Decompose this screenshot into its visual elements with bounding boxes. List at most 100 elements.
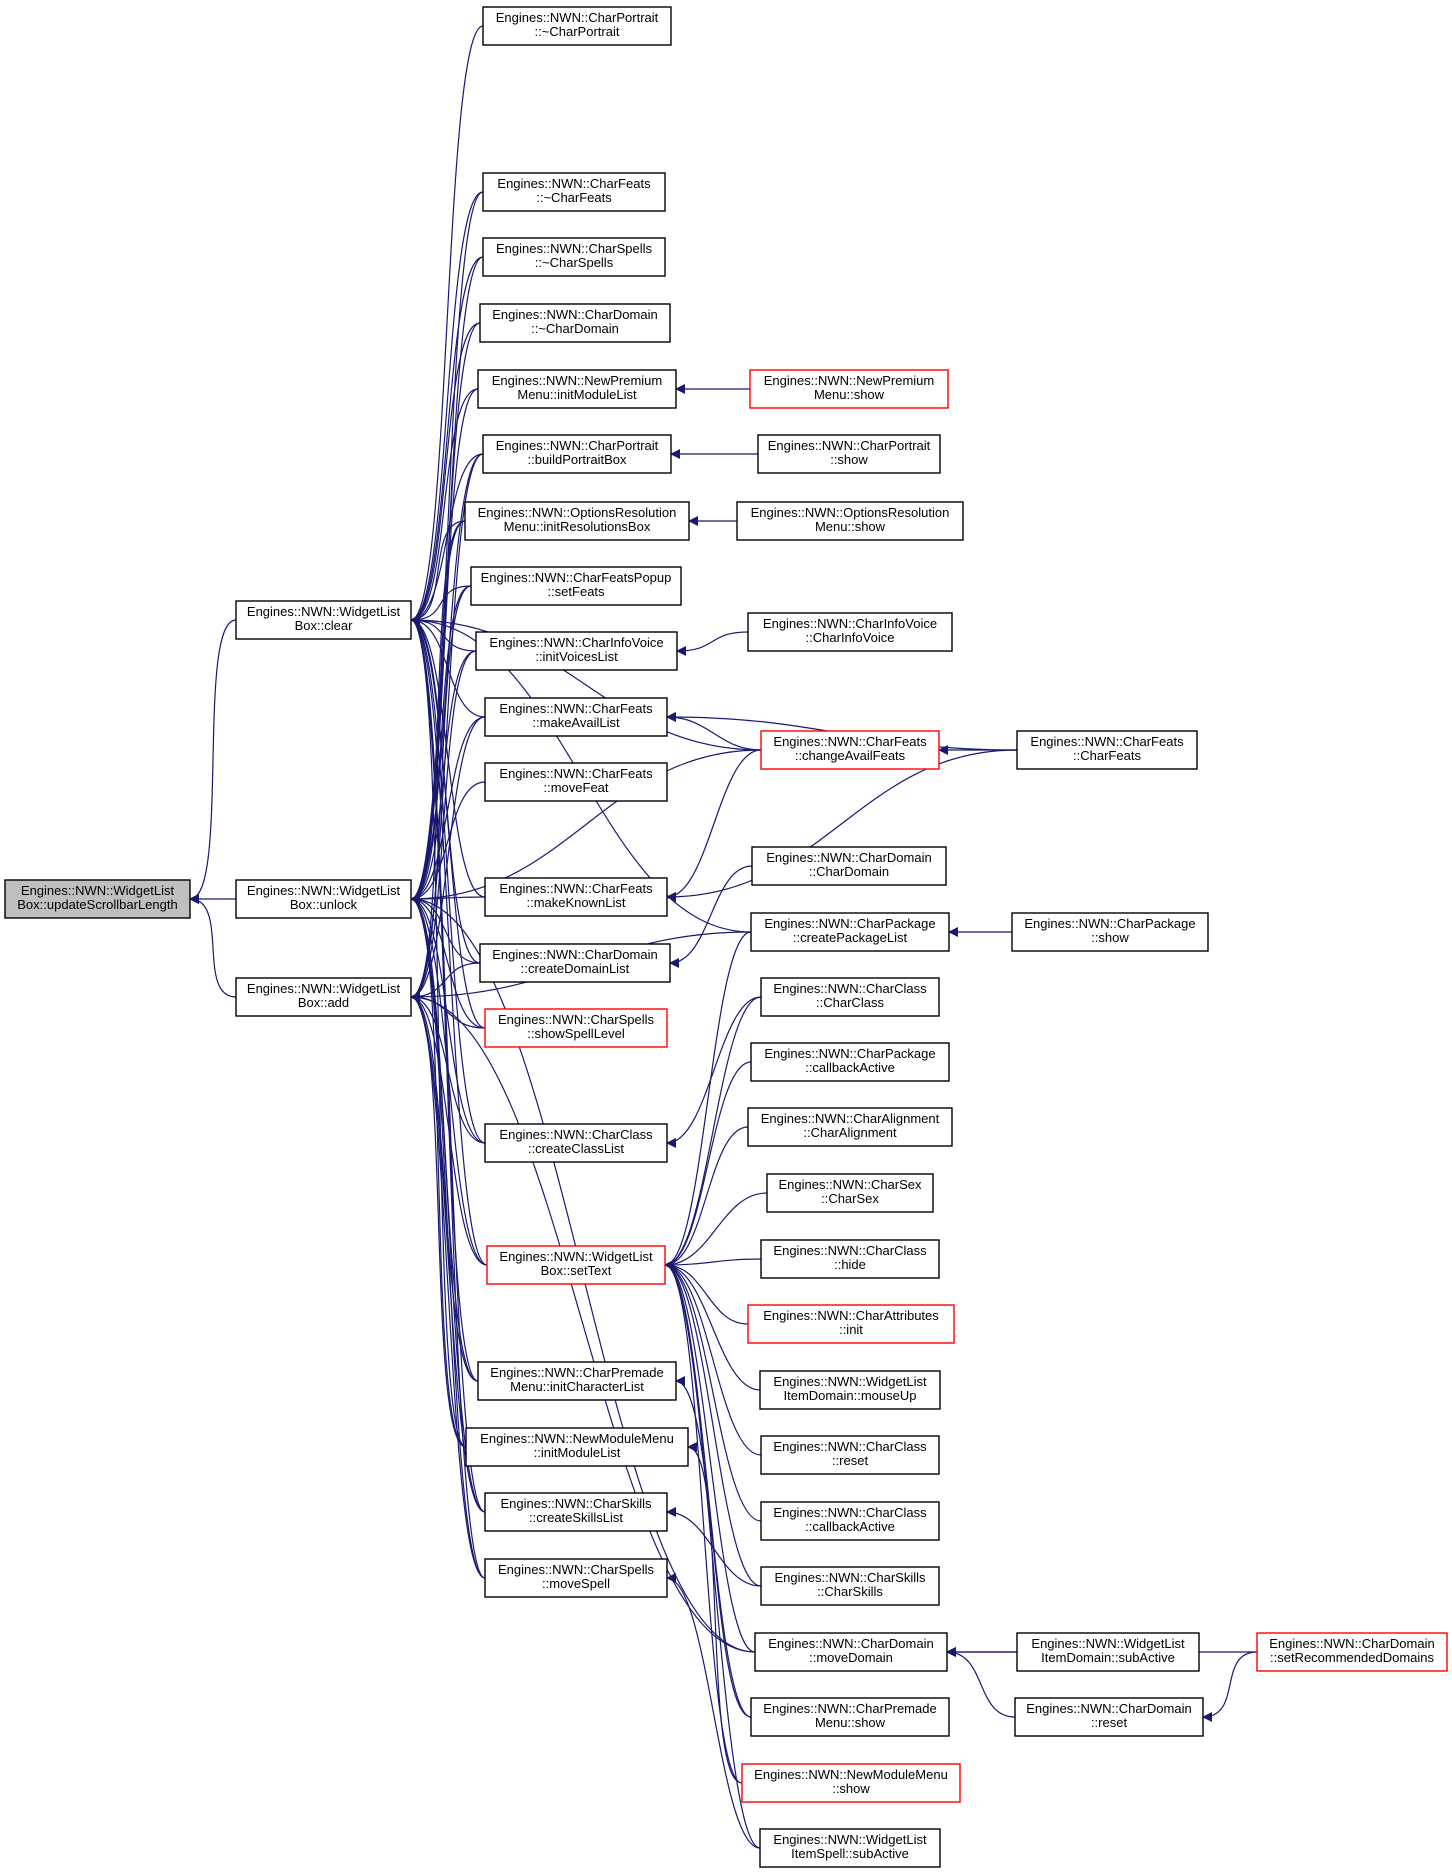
graph-node-setRecDomains[interactable]: Engines::NWN::CharDomain::setRecommended… (1256, 1632, 1448, 1672)
edge-domainDtor-to-clear (410, 322, 481, 625)
graph-node-createSkills[interactable]: Engines::NWN::CharSkills::createSkillsLi… (484, 1492, 668, 1532)
node-label-line: Engines::NWN::CharPremade (763, 1701, 936, 1716)
graph-node-portraitDtor[interactable]: Engines::NWN::CharPortrait::~CharPortrai… (482, 6, 672, 46)
edge-makeKnown-to-clear (410, 615, 486, 898)
node-box (760, 1501, 940, 1541)
graph-node-domainReset[interactable]: Engines::NWN::CharDomain::reset (1014, 1697, 1204, 1737)
graph-node-premadeInit[interactable]: Engines::NWN::CharPremadeMenu::initChara… (477, 1361, 677, 1401)
graph-node-classCb[interactable]: Engines::NWN::CharClass::callbackActive (760, 1501, 940, 1541)
graph-node-buildPortrait[interactable]: Engines::NWN::CharPortrait::buildPortrai… (482, 434, 672, 474)
call-edge (664, 1260, 762, 1456)
graph-node-infoVoiceInit[interactable]: Engines::NWN::CharInfoVoice::initVoicesL… (475, 631, 678, 671)
edge-showSpellLevel-to-clear (410, 615, 486, 1029)
call-edge (664, 1061, 752, 1270)
node-label-line: ::CharFeats (1073, 748, 1141, 763)
call-edge (664, 1260, 762, 1587)
graph-node-root: Engines::NWN::WidgetListBox::updateScrol… (4, 879, 191, 919)
graph-node-createClass[interactable]: Engines::NWN::CharClass::createClassList (484, 1123, 668, 1163)
graph-node-portraitShow[interactable]: Engines::NWN::CharPortrait::show (757, 434, 941, 474)
node-label-line: ::moveFeat (543, 780, 608, 795)
graph-node-featsDtor[interactable]: Engines::NWN::CharFeats::~CharFeats (482, 172, 666, 212)
edge-createClass-to-unlock (410, 894, 486, 1144)
node-label-line: Engines::NWN::CharClass (773, 981, 927, 996)
graph-node-optResShow[interactable]: Engines::NWN::OptionsResolutionMenu::sho… (736, 501, 964, 541)
call-edge (410, 191, 484, 625)
node-box (484, 1123, 668, 1163)
node-label-line: Engines::NWN::CharFeats (499, 881, 653, 896)
edge-createDomain-to-unlock (410, 894, 481, 964)
graph-node-domainCtor[interactable]: Engines::NWN::CharDomain::CharDomain (751, 846, 947, 886)
node-label-line: Menu::show (815, 519, 886, 534)
node-label-line: ::CharClass (816, 995, 884, 1010)
node-box (741, 1763, 961, 1803)
node-label-line: Engines::NWN::CharSkills (501, 1496, 652, 1511)
graph-node-featsPopup[interactable]: Engines::NWN::CharFeatsPopup::setFeats (470, 566, 682, 606)
node-box (235, 879, 412, 919)
node-label-line: ::show (830, 452, 868, 467)
edge-setRecDomains-to-domainReset (1202, 1651, 1258, 1722)
node-label-line: Engines::NWN::CharPortrait (496, 10, 659, 25)
node-label-line: ::callbackActive (805, 1519, 895, 1534)
edge-alignCtor-to-setText (664, 1126, 749, 1270)
graph-node-newModInit[interactable]: Engines::NWN::NewModuleMenu::initModuleL… (465, 1427, 689, 1467)
graph-node-packageCb[interactable]: Engines::NWN::CharPackage::callbackActiv… (750, 1042, 950, 1082)
node-box (750, 1697, 950, 1737)
node-label-line: ItemDomain::mouseUp (784, 1388, 917, 1403)
call-edge (410, 716, 486, 1002)
call-edge (410, 585, 472, 904)
node-label-line: Engines::NWN::CharDomain (492, 307, 657, 322)
graph-node-optResInit[interactable]: Engines::NWN::OptionsResolutionMenu::ini… (464, 501, 690, 541)
graph-node-itemDomainSub[interactable]: Engines::NWN::WidgetListItemDomain::subA… (1016, 1632, 1200, 1672)
node-label-line: Engines::NWN::WidgetList (1031, 1636, 1185, 1651)
node-label-line: Engines::NWN::CharPackage (1024, 916, 1195, 931)
node-label-line: Engines::NWN::CharSkills (775, 1570, 926, 1585)
graph-node-itemDomainUp[interactable]: Engines::NWN::WidgetListItemDomain::mous… (759, 1370, 941, 1410)
edge-skillsCtor-to-setText (664, 1260, 762, 1587)
graph-node-alignCtor[interactable]: Engines::NWN::CharAlignment::CharAlignme… (747, 1107, 953, 1147)
graph-node-createPackage[interactable]: Engines::NWN::CharPackage::createPackage… (750, 912, 950, 952)
call-edge (410, 615, 486, 898)
graph-node-itemSpellSub[interactable]: Engines::NWN::WidgetListItemSpell::subAc… (759, 1828, 941, 1868)
graph-node-moveDomain[interactable]: Engines::NWN::CharDomain::moveDomain (754, 1632, 948, 1672)
graph-node-infoVoiceCtor[interactable]: Engines::NWN::CharInfoVoice::CharInfoVoi… (747, 612, 953, 652)
graph-node-classCtor[interactable]: Engines::NWN::CharClass::CharClass (760, 977, 940, 1017)
node-label-line: ::~CharDomain (531, 321, 619, 336)
graph-node-makeAvail[interactable]: Engines::NWN::CharFeats::makeAvailList (484, 697, 668, 737)
node-label-line: Engines::NWN::CharFeats (499, 766, 653, 781)
call-edge (664, 996, 762, 1270)
graph-node-moveSpell[interactable]: Engines::NWN::CharSpells::moveSpell (484, 1558, 668, 1598)
graph-node-classReset[interactable]: Engines::NWN::CharClass::reset (760, 1435, 940, 1475)
edge-featsDtor-to-clear (410, 191, 484, 625)
graph-node-domainDtor[interactable]: Engines::NWN::CharDomain::~CharDomain (479, 303, 671, 343)
node-box (749, 369, 949, 409)
graph-node-sexCtor[interactable]: Engines::NWN::CharSex::CharSex (766, 1173, 934, 1213)
node-label-line: Engines::NWN::CharSex (778, 1177, 922, 1192)
graph-node-makeKnown[interactable]: Engines::NWN::CharFeats::makeKnownList (484, 877, 668, 917)
graph-node-classHide[interactable]: Engines::NWN::CharClass::hide (760, 1239, 940, 1279)
graph-node-newModShow[interactable]: Engines::NWN::NewModuleMenu::show (741, 1763, 961, 1803)
graph-node-attrInit[interactable]: Engines::NWN::CharAttributes::init (747, 1304, 955, 1344)
graph-node-featsCtor[interactable]: Engines::NWN::CharFeats::CharFeats (1016, 730, 1198, 770)
node-box (479, 303, 671, 343)
call-edge (410, 25, 484, 625)
node-label-line: ::createPackageList (793, 930, 908, 945)
node-label-line: ::moveDomain (809, 1650, 893, 1665)
edge-showSpellLevel-to-unlock (410, 894, 486, 1029)
graph-node-createDomain[interactable]: Engines::NWN::CharDomain::createDomainLi… (479, 943, 671, 983)
graph-node-moveFeat[interactable]: Engines::NWN::CharFeats::moveFeat (484, 762, 668, 802)
graph-node-spellsDtor[interactable]: Engines::NWN::CharSpells::~CharSpells (482, 237, 666, 277)
edge-changeAvail-to-makeAvail (666, 712, 762, 751)
node-label-line: Menu::initCharacterList (510, 1379, 644, 1394)
graph-node-showSpellLevel[interactable]: Engines::NWN::CharSpells::showSpellLevel (484, 1008, 668, 1048)
graph-node-skillsCtor[interactable]: Engines::NWN::CharSkills::CharSkills (760, 1566, 940, 1606)
graph-node-newPremInit[interactable]: Engines::NWN::NewPremiumMenu::initModule… (477, 369, 677, 409)
node-label-line: ::setFeats (547, 584, 605, 599)
graph-node-packageShow[interactable]: Engines::NWN::CharPackage::show (1011, 912, 1209, 952)
graph-node-changeAvail[interactable]: Engines::NWN::CharFeats::changeAvailFeat… (760, 730, 940, 770)
